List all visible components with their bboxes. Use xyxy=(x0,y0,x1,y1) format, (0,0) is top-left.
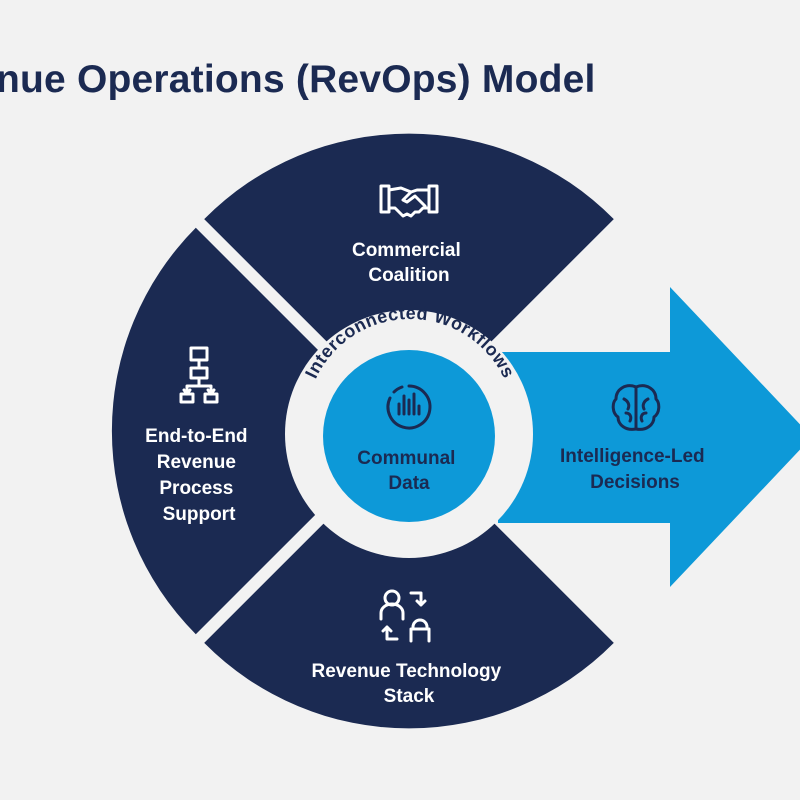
bar-chart-circle-icon xyxy=(386,384,432,430)
label-revenue-process-support: End-to-End Revenue Process Support xyxy=(145,426,253,525)
segment-revenue-process-support xyxy=(111,227,328,635)
flowchart-icon xyxy=(179,346,219,404)
label-revenue-technology-stack: Revenue Technology Stack xyxy=(312,661,507,707)
user-exchange-icon xyxy=(379,589,431,643)
segment-commercial-coalition xyxy=(204,133,614,351)
page-title: nue Operations (RevOps) Model xyxy=(0,58,596,101)
segment-revenue-technology-stack xyxy=(204,511,614,729)
label-communal-data: Communal Data xyxy=(357,448,460,494)
center-circle xyxy=(323,350,495,522)
handshake-icon xyxy=(379,184,439,218)
label-commercial-coalition: Commercial Coalition xyxy=(352,240,466,286)
arrow-intelligence-led-decisions xyxy=(498,287,800,587)
brain-icon xyxy=(611,384,661,431)
label-intelligence-led-decisions: Intelligence-Led Decisions xyxy=(560,446,710,493)
